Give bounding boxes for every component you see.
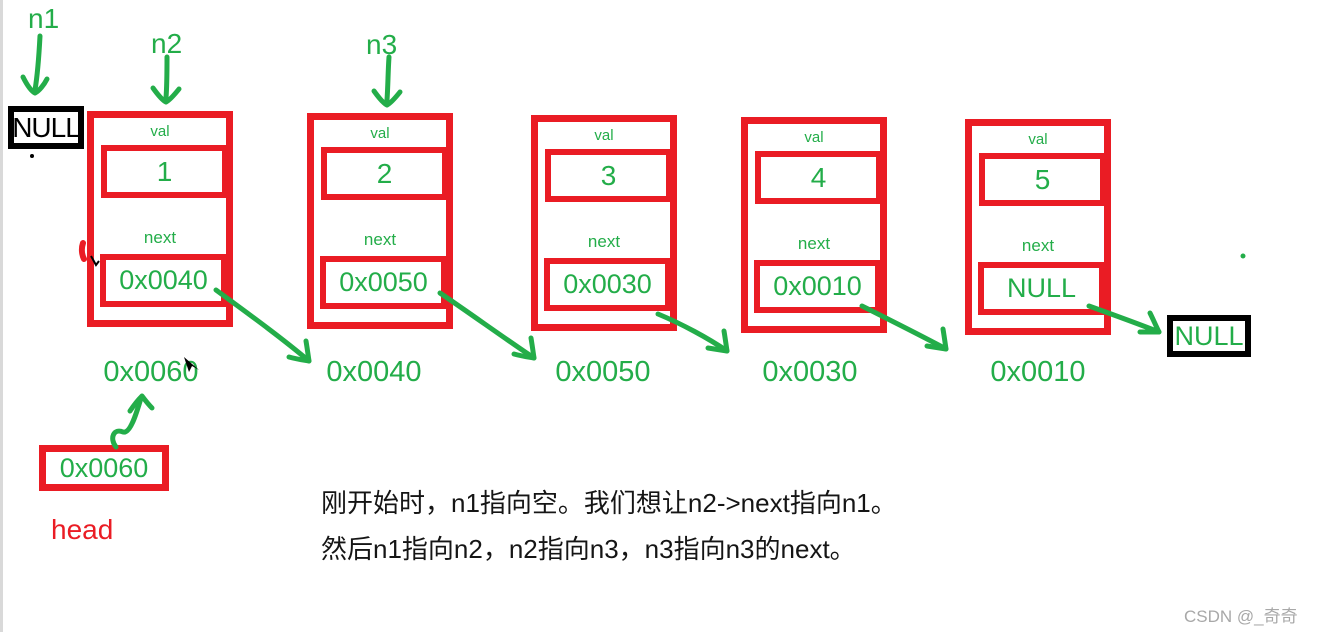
next-value: NULL	[1006, 273, 1077, 303]
val-box: 3	[545, 149, 672, 202]
pointer-label-n3: n3	[366, 29, 398, 60]
next-box: 0x0030	[544, 258, 671, 311]
caption-line-1: 刚开始时，n1指向空。我们想让n2->next指向n1。	[321, 488, 897, 518]
next-arrowhead-3	[705, 328, 730, 354]
head-pointer-value: 0x0060	[59, 452, 149, 483]
next-box: 0x0050	[320, 256, 447, 309]
val-box: 2	[321, 147, 448, 200]
head-pointer-box: 0x0060	[39, 445, 169, 491]
val-label: val	[594, 127, 614, 144]
list-node-2: val 2 next 0x0050	[307, 113, 453, 329]
next-arrowhead-2	[511, 335, 537, 361]
val-box: 1	[101, 145, 228, 198]
stray-black-dot	[30, 154, 34, 158]
pointer-label-n2: n2	[151, 28, 183, 59]
next-box: NULL	[978, 262, 1105, 315]
null-box-left-text: NULL	[12, 111, 81, 143]
node-address-label-4: 0x0030	[762, 356, 858, 388]
stray-red-mark	[78, 240, 87, 262]
val-label: val	[370, 125, 390, 142]
node-address-label-5: 0x0010	[990, 356, 1086, 388]
list-node-3: val 3 next 0x0030	[531, 115, 677, 331]
val-value: 5	[1034, 163, 1051, 195]
n1-arrowhead	[20, 74, 50, 96]
n2-arrow	[163, 54, 170, 101]
next-label: next	[587, 232, 621, 251]
val-value: 2	[376, 157, 393, 189]
null-box-right-text: NULL	[1174, 320, 1244, 351]
next-arrowhead-4	[924, 326, 949, 352]
next-value: 0x0010	[773, 271, 862, 301]
val-value: 3	[600, 159, 617, 191]
next-value: 0x0040	[119, 265, 208, 295]
node-address-label-3: 0x0050	[555, 356, 651, 388]
pointer-label-n1: n1	[28, 3, 60, 34]
next-arrowhead-5	[1137, 310, 1162, 335]
n2-arrowhead	[150, 85, 182, 105]
next-value: 0x0050	[339, 267, 428, 297]
next-arrow-2	[437, 290, 537, 361]
node-address-label-2: 0x0040	[326, 356, 422, 388]
next-label: next	[1021, 236, 1055, 255]
n3-arrowhead	[371, 88, 403, 108]
next-label: next	[363, 230, 397, 249]
next-value: 0x0030	[563, 269, 652, 299]
caption-line-2: 然后n1指向n2，n2指向n3，n3指向n3的next。	[321, 534, 856, 564]
n3-arrow	[384, 54, 392, 103]
head-arrowhead	[127, 393, 155, 414]
head-arrow	[110, 395, 144, 450]
head-label: head	[51, 514, 114, 545]
n1-arrow	[32, 33, 43, 93]
list-node-1: val 1 next 0x0040	[87, 111, 233, 327]
watermark: CSDN @_奇奇	[1184, 607, 1298, 626]
stray-green-dot	[1240, 253, 1246, 259]
val-label: val	[150, 123, 170, 140]
null-box-left: NULL	[8, 106, 84, 149]
val-box: 4	[755, 151, 882, 204]
val-box: 5	[979, 153, 1106, 206]
list-node-5: val 5 next NULL	[965, 119, 1111, 335]
val-label: val	[804, 129, 824, 146]
next-box: 0x0040	[100, 254, 227, 307]
null-box-right: NULL	[1167, 315, 1251, 357]
val-value: 4	[810, 161, 827, 193]
val-value: 1	[156, 155, 173, 187]
node-address-label-1: 0x0060	[103, 356, 199, 388]
next-label: next	[797, 234, 831, 253]
next-box: 0x0010	[754, 260, 881, 313]
next-arrowhead-1	[286, 338, 312, 364]
next-label: next	[143, 228, 177, 247]
list-node-4: val 4 next 0x0010	[741, 117, 887, 333]
val-label: val	[1028, 131, 1048, 148]
